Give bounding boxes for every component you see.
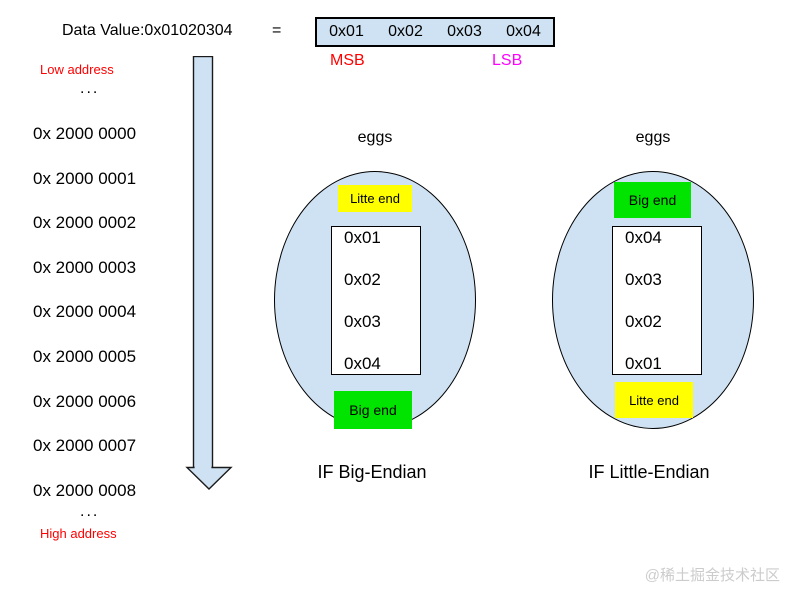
memory-address: 0x 2000 0006 (33, 391, 137, 411)
msb-label: MSB (330, 52, 365, 69)
right-egg-top-label: Big end (614, 182, 691, 218)
byte-value: 0x01 (329, 23, 364, 40)
memory-address: 0x 2000 0003 (33, 257, 137, 277)
memory-address: 0x 2000 0001 (33, 168, 137, 188)
memory-address: 0x 2000 0007 (33, 436, 137, 456)
high-address-label: High address (40, 526, 117, 541)
byte-value: 0x04 (506, 23, 541, 40)
left-egg-title: eggs (357, 129, 393, 146)
left-egg-top-label: Litte end (338, 185, 412, 212)
low-address-label: Low address (40, 62, 114, 77)
memory-address-list: 0x 2000 0000 0x 2000 0001 0x 2000 0002 0… (33, 125, 136, 499)
left-egg-caption: IF Big-Endian (317, 462, 427, 482)
byte-value: 0x01 (344, 228, 381, 247)
memory-address: 0x 2000 0000 (33, 124, 137, 143)
memory-address: 0x 2000 0002 (33, 213, 137, 233)
right-egg-bottom-label: Litte end (615, 382, 693, 418)
byte-value: 0x02 (625, 312, 662, 331)
data-value-byte-box: 0x01 0x02 0x03 0x04 (315, 17, 555, 47)
byte-value: 0x03 (344, 312, 381, 331)
byte-value: 0x03 (625, 270, 662, 289)
byte-value: 0x01 (625, 354, 662, 373)
memory-address: 0x 2000 0005 (33, 346, 137, 366)
down-arrow-icon (185, 56, 233, 490)
watermark: @稀土掘金技术社区 (644, 567, 780, 584)
byte-value: 0x04 (625, 228, 662, 247)
lsb-label: LSB (492, 52, 523, 69)
byte-value: 0x02 (388, 23, 423, 40)
ellipsis-bottom: ... (80, 503, 100, 520)
byte-value: 0x04 (344, 354, 381, 373)
left-egg-bottom-label: Big end (334, 391, 412, 429)
left-egg-byte-stack: 0x01 0x02 0x03 0x04 (331, 226, 421, 375)
ellipsis-top: ... (80, 80, 100, 97)
data-value-label: Data Value:0x01020304 (62, 22, 233, 39)
right-egg-caption: IF Little-Endian (588, 462, 710, 482)
byte-value: 0x03 (447, 23, 482, 40)
right-egg-title: eggs (635, 129, 671, 146)
memory-address: 0x 2000 0008 (33, 480, 137, 500)
right-egg-byte-stack: 0x04 0x03 0x02 0x01 (612, 226, 702, 375)
equals-sign: = (272, 22, 282, 39)
memory-address: 0x 2000 0004 (33, 302, 137, 322)
byte-value: 0x02 (344, 270, 381, 289)
